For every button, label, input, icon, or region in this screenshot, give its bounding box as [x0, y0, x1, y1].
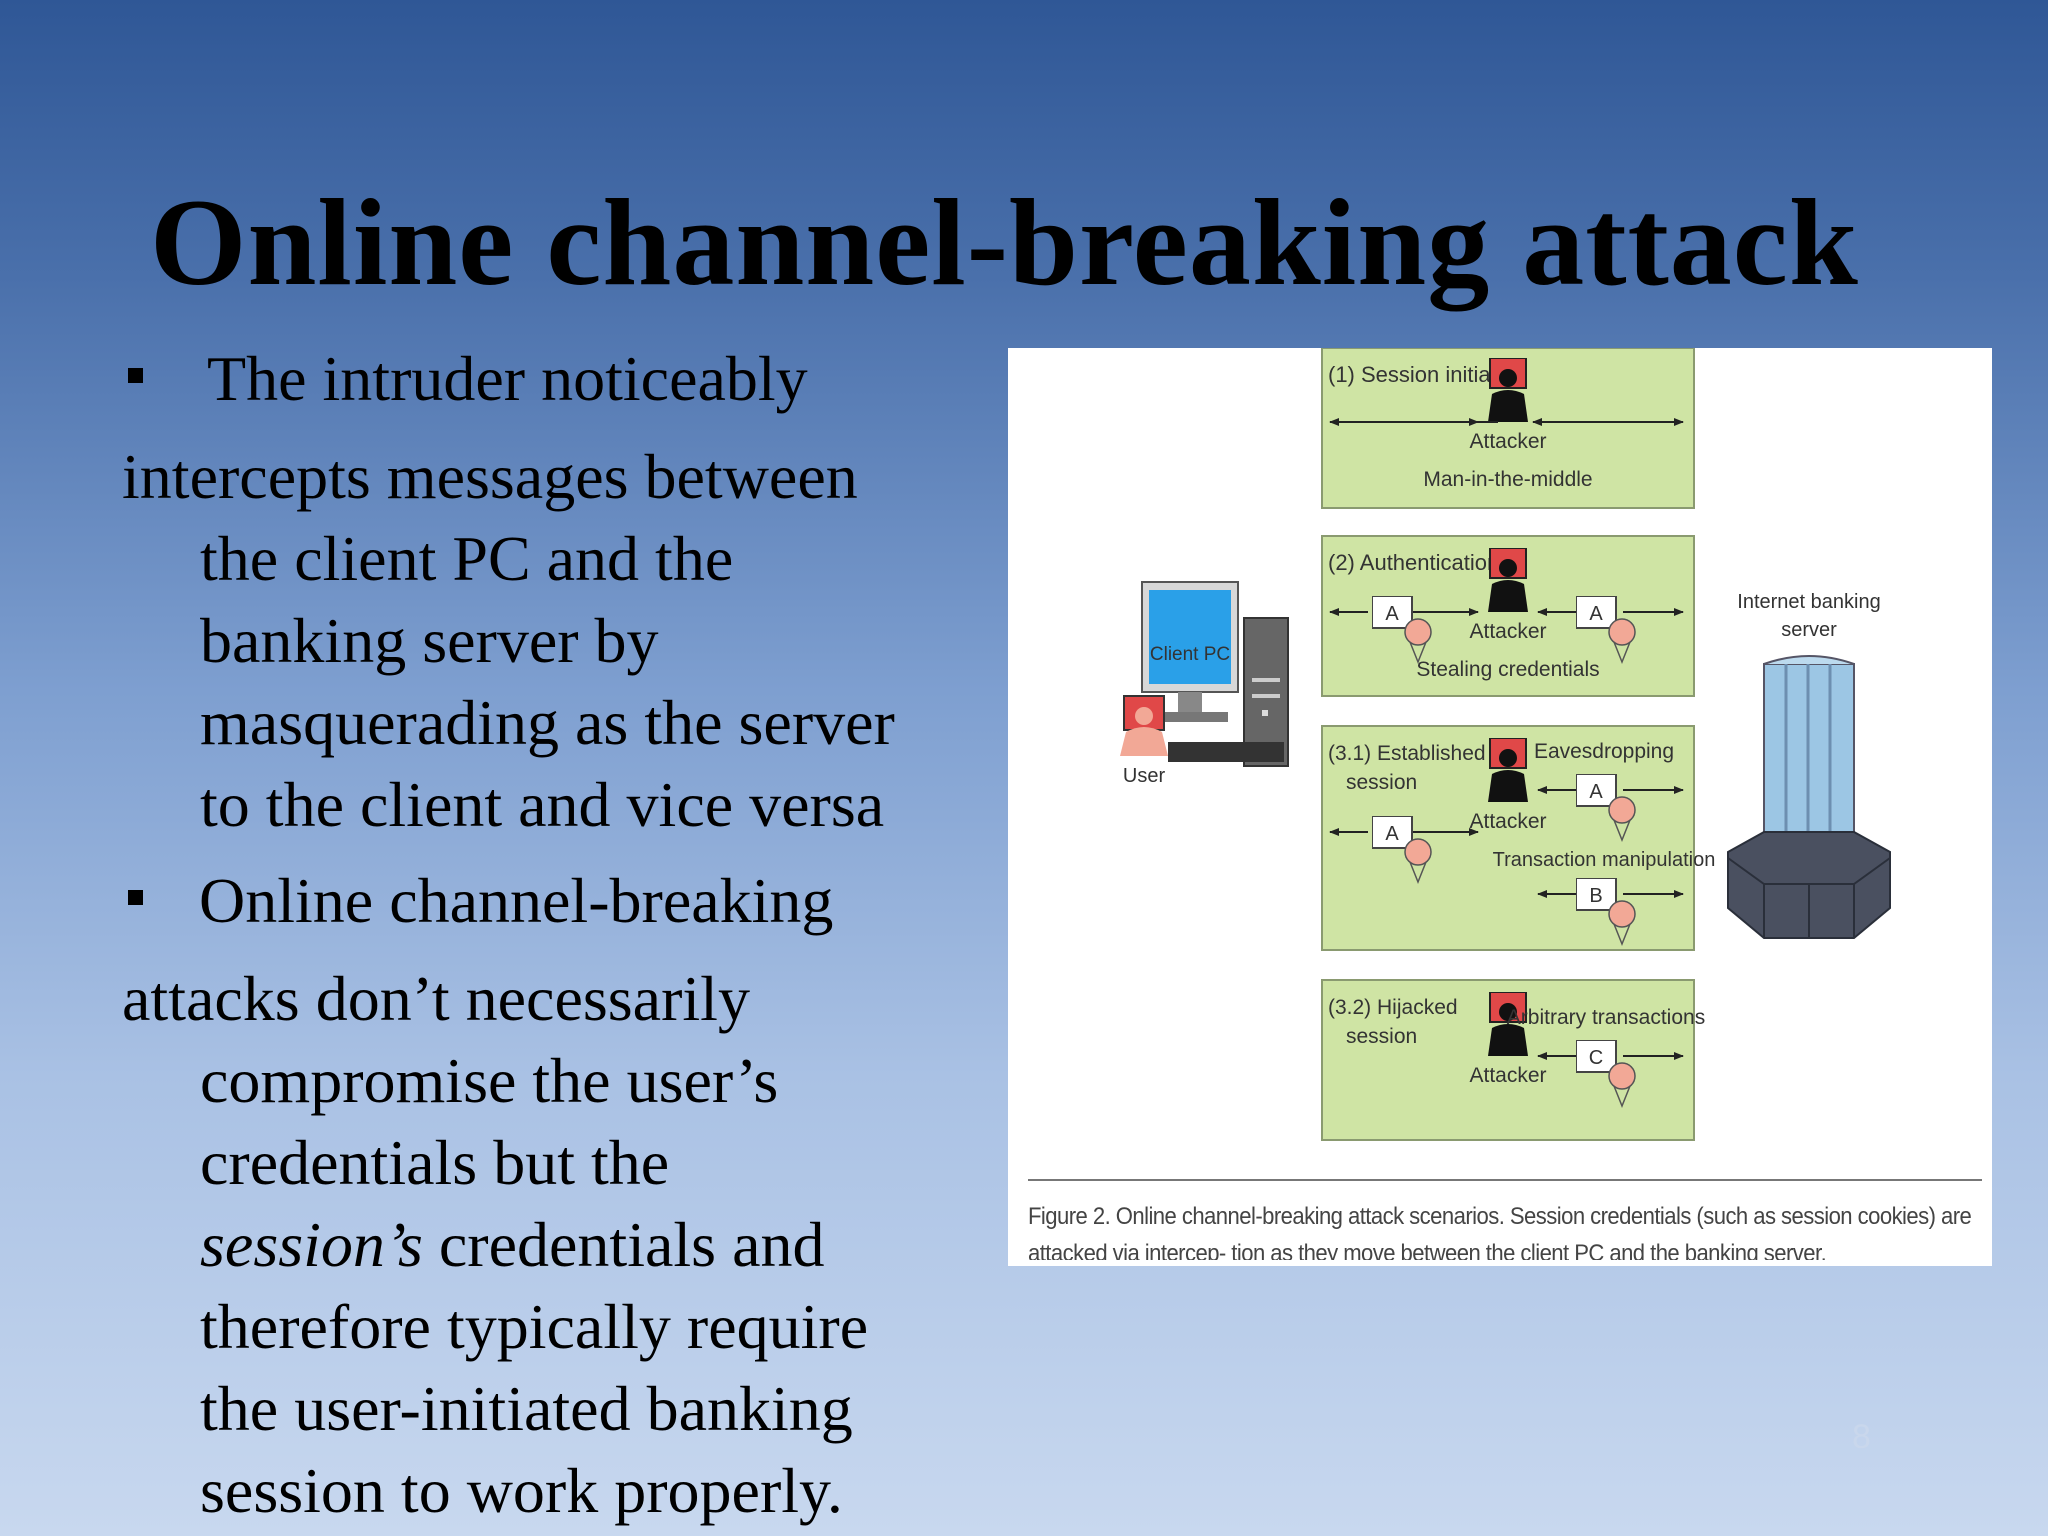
server-label: server	[1781, 619, 1837, 641]
panel-title: (2) Authentication	[1328, 550, 1499, 575]
bullet-lead: Online channel-breaking	[199, 865, 834, 936]
bullet-text-line: attacks don’t necessarily	[122, 963, 750, 1034]
panel-established-session: (3.1) Established session Eavesdropping …	[1321, 725, 1716, 951]
page-number: 8	[1852, 1418, 1871, 1456]
figure-caption: Figure 2. Online channel-breaking attack…	[1028, 1203, 1972, 1260]
italic-term: session’s	[200, 1209, 423, 1280]
attacker-label: Attacker	[1469, 430, 1546, 453]
server-label: Internet banking	[1737, 591, 1880, 613]
attacker-label: Attacker	[1469, 1064, 1546, 1087]
client-pc-label: Client PC	[1150, 644, 1230, 665]
manipulation-label: Transaction manipulation	[1493, 849, 1716, 871]
bullet-text-line: banking server by	[200, 605, 659, 676]
panel-title: (3.1) Established	[1328, 742, 1486, 765]
bullet-text-line: session’s credentials and	[122, 1204, 1002, 1286]
bullet-list: The intruder noticeably intercepts messa…	[122, 338, 1002, 1532]
bullet-lead: The intruder noticeably	[207, 343, 808, 414]
key-label: B	[1589, 885, 1602, 907]
key-label: A	[1589, 781, 1603, 803]
panel-title: session	[1346, 1025, 1417, 1048]
user-label: User	[1123, 765, 1166, 787]
bullet-text-line: therefore typically require	[200, 1291, 869, 1362]
bullet-text-line: masquerading as the server	[200, 687, 895, 758]
attack-diagram: (1) Session initiation Attacker Man-in-t…	[1028, 348, 1982, 1181]
attacker-label: Attacker	[1469, 810, 1546, 833]
panel-title: (3.2) Hijacked	[1328, 996, 1458, 1019]
bullet-item: The intruder noticeably	[122, 338, 1002, 436]
bullet-text-line: compromise the user’s	[200, 1045, 779, 1116]
bullet-text-fragment: credentials and	[422, 1209, 825, 1280]
bullet-text-line: the client PC and the	[200, 523, 734, 594]
bullet-text-line: session to work properly.	[200, 1455, 843, 1526]
key-label: A	[1385, 603, 1399, 625]
attack-diagram-figure: (1) Session initiation Attacker Man-in-t…	[1008, 348, 1992, 1266]
panel-title: session	[1346, 771, 1417, 794]
bullet-text-line: to the client and vice versa	[200, 769, 885, 840]
bullet-text-line: credentials but the	[200, 1127, 670, 1198]
panel-caption: Stealing credentials	[1416, 658, 1599, 681]
square-bullet-icon	[128, 368, 143, 383]
key-label: C	[1589, 1047, 1603, 1069]
key-label: A	[1589, 603, 1603, 625]
panel-hijacked-session: (3.2) Hijacked session Arbitrary transac…	[1321, 979, 1705, 1141]
square-bullet-icon	[128, 890, 143, 905]
arbitrary-transactions-label: Arbitrary transactions	[1507, 1006, 1705, 1029]
client-pc-illustration: Client PC User	[1120, 581, 1289, 787]
panel-session-initiation: (1) Session initiation Attacker Man-in-t…	[1321, 348, 1695, 509]
panel-authentication: (2) Authentication A A Attacker Stealing…	[1321, 535, 1695, 697]
bullet-item: Online channel-breaking	[122, 860, 1002, 958]
panel-caption: Man-in-the-middle	[1423, 468, 1592, 491]
slide-title: Online channel-breaking attack	[150, 174, 1859, 311]
bullet-text-line: intercepts messages between	[122, 441, 858, 512]
eavesdropping-label: Eavesdropping	[1534, 740, 1674, 763]
banking-server-illustration: Internet banking server	[1727, 591, 1891, 939]
key-label: A	[1385, 823, 1399, 845]
bullet-text-line: the user-initiated banking	[200, 1373, 853, 1444]
attacker-label: Attacker	[1469, 620, 1546, 643]
